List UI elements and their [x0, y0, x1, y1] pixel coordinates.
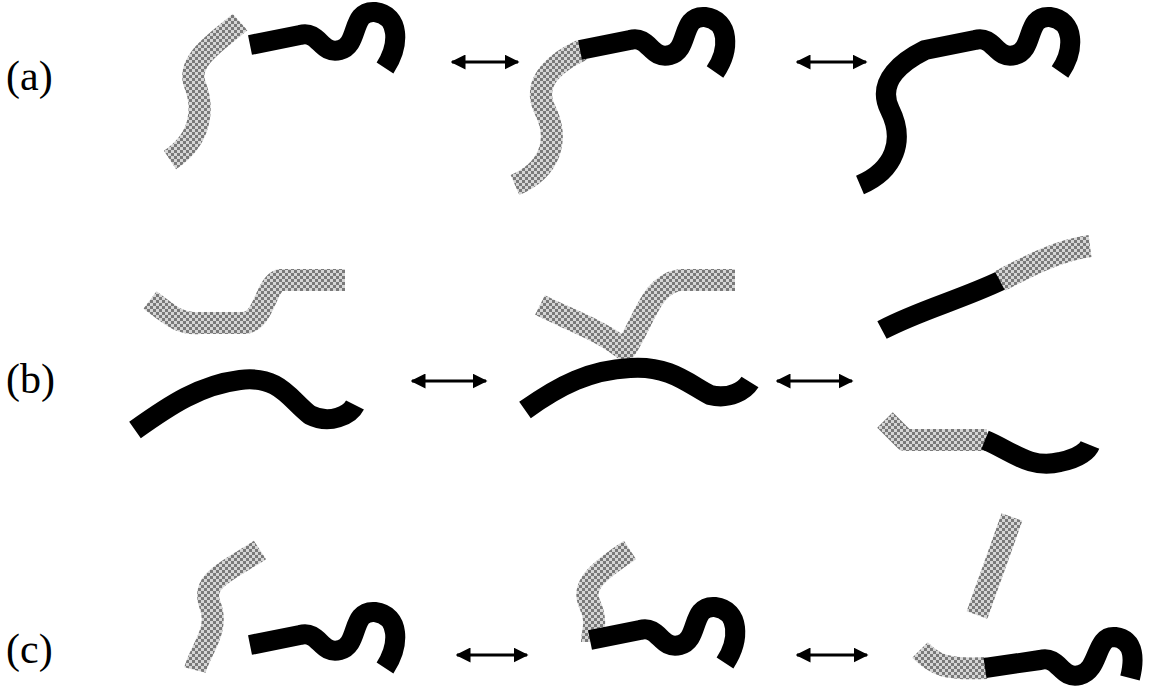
gray-chain: [195, 550, 260, 670]
equilibrium-arrow: [457, 654, 527, 657]
gray-chain: [977, 517, 1012, 615]
black-chain: [860, 17, 1070, 185]
gray-chain: [1000, 246, 1090, 281]
equilibrium-arrow: [452, 61, 518, 64]
black-chain: [250, 12, 395, 68]
black-chain: [985, 440, 1090, 464]
gray-chain: [885, 420, 987, 440]
black-chain: [882, 280, 1002, 330]
panel-label: (b): [6, 358, 55, 400]
panel-label: (c): [6, 628, 53, 670]
gray-chain: [170, 22, 240, 160]
black-chain: [525, 368, 750, 410]
gray-chain: [150, 280, 345, 323]
equilibrium-arrow: [797, 654, 867, 657]
black-chain: [580, 17, 725, 72]
black-chain: [135, 379, 355, 430]
panel-label: (a): [6, 55, 53, 97]
black-chain: [985, 637, 1133, 678]
gray-chain: [515, 50, 582, 185]
equilibrium-arrow: [412, 380, 486, 383]
black-chain: [590, 607, 735, 663]
gray-chain: [540, 280, 735, 350]
black-chain: [250, 612, 395, 668]
equilibrium-arrow: [777, 380, 852, 383]
equilibrium-arrow: [797, 61, 866, 64]
gray-chain: [920, 650, 987, 668]
